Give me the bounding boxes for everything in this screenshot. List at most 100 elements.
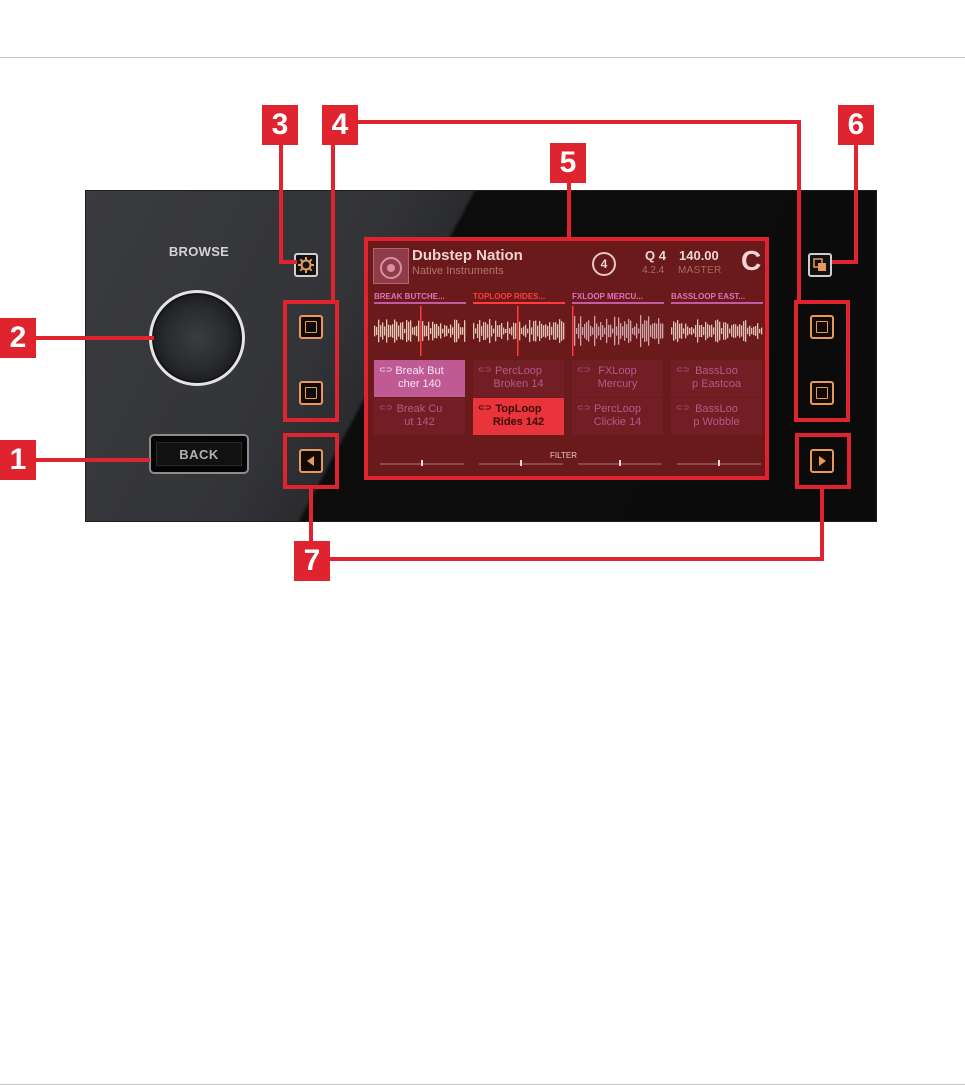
waveform-bar <box>755 325 757 337</box>
track-artist: Native Instruments <box>412 265 504 277</box>
filter-bar[interactable] <box>578 460 662 466</box>
waveform-bar <box>709 325 711 337</box>
arrow-right-icon <box>819 456 826 466</box>
leader-line-7-bottom <box>330 557 824 561</box>
waveform-bar <box>697 319 699 343</box>
waveform-bar <box>735 324 737 338</box>
waveform-bar <box>388 324 390 338</box>
leader-line-2 <box>36 336 154 340</box>
browse-label: BROWSE <box>168 244 230 259</box>
slot-line-2: Broken 14 <box>493 378 544 390</box>
loop-icon: ⊂⊃ <box>478 365 492 374</box>
view-toggle-button[interactable] <box>808 253 832 277</box>
waveform-bar <box>751 327 753 335</box>
left-screen-button-2[interactable] <box>299 381 323 405</box>
waveform-bar <box>547 325 549 337</box>
waveform-bar <box>624 321 626 341</box>
leader-line-7-left <box>309 488 313 544</box>
waveform-bar <box>531 327 533 335</box>
waveform-bar <box>485 322 487 340</box>
waveform-bar <box>521 327 523 335</box>
track-title: Dubstep Nation <box>412 247 523 264</box>
right-screen-button-2[interactable] <box>810 381 834 405</box>
slot-line-1: Break Cu <box>396 403 443 415</box>
waveform-bar <box>671 327 673 335</box>
waveform-bar <box>539 320 541 342</box>
leader-line-4-right <box>797 120 801 301</box>
waveform-bar <box>422 320 424 342</box>
waveform-bar <box>592 327 594 335</box>
filter-bar[interactable] <box>479 460 563 466</box>
callout-3: 3 <box>262 105 298 145</box>
page-right-button[interactable] <box>810 449 834 473</box>
waveform-bar <box>646 320 648 342</box>
waveform-bar <box>739 324 741 338</box>
loop-icon: ⊂⊃ <box>478 403 492 412</box>
waveform-bar <box>725 322 727 340</box>
waveform-bar <box>681 323 683 339</box>
left-screen-button-1[interactable] <box>299 315 323 339</box>
waveform-bar <box>705 321 707 341</box>
waveform-bar <box>440 323 442 339</box>
page-left-button[interactable] <box>299 449 323 473</box>
waveform-bar <box>491 325 493 337</box>
waveform-bar <box>446 325 448 337</box>
loop-icon: ⊂⊃ <box>379 403 393 412</box>
waveform-bar <box>392 324 394 338</box>
waveform-bar <box>604 327 606 335</box>
waveform-bar <box>456 319 458 343</box>
waveform-bar <box>584 323 586 339</box>
waveform-bar <box>450 324 452 338</box>
callout-2: 2 <box>0 318 36 358</box>
waveform-bar <box>541 323 543 339</box>
highlight-display <box>364 237 769 480</box>
waveform-bar <box>582 327 584 335</box>
slot-line-2: ut 142 <box>404 416 435 428</box>
waveform-bar <box>733 324 735 338</box>
waveform-bar <box>590 325 592 337</box>
right-screen-button-1[interactable] <box>810 315 834 339</box>
back-button[interactable]: BACK <box>149 434 249 474</box>
track-cover-art <box>373 248 409 284</box>
filter-bar[interactable] <box>677 460 761 466</box>
waveform-bar <box>452 327 454 335</box>
filter-bar[interactable] <box>380 460 464 466</box>
waveform-bar <box>699 325 701 337</box>
waveform-bar <box>602 325 604 337</box>
waveform-bar <box>654 322 656 340</box>
slot-line-1: TopLoop <box>495 403 542 415</box>
waveform-bar <box>513 322 515 340</box>
leader-line-6b <box>832 260 858 264</box>
filter-label: FILTER <box>550 451 577 460</box>
waveform-bar <box>414 326 416 336</box>
waveform-bar <box>588 320 590 342</box>
waveform-bar <box>596 323 598 339</box>
slot-line-2: p Wobble <box>693 416 740 428</box>
waveform-bar <box>551 326 553 336</box>
waveform-bar <box>644 320 646 342</box>
browse-encoder-knob[interactable] <box>149 290 245 386</box>
waveform-bar <box>576 328 578 334</box>
waveform-bar <box>378 319 380 343</box>
waveform-bar <box>555 322 557 340</box>
waveform-bar <box>543 325 545 337</box>
waveform-bar <box>535 320 537 342</box>
waveform-bar <box>586 321 588 341</box>
waveform-bar <box>721 327 723 335</box>
display-screen: Dubstep Nation Native Instruments 4 Q 4 … <box>368 241 765 476</box>
waveform-bar <box>428 321 430 341</box>
highlight-right-arrow <box>795 433 851 489</box>
waveform-bar <box>438 326 440 336</box>
settings-button[interactable] <box>294 253 318 277</box>
waveform-bar <box>673 321 675 341</box>
quantize-readout: Q 4 <box>645 248 666 263</box>
waveform-bar <box>557 324 559 338</box>
